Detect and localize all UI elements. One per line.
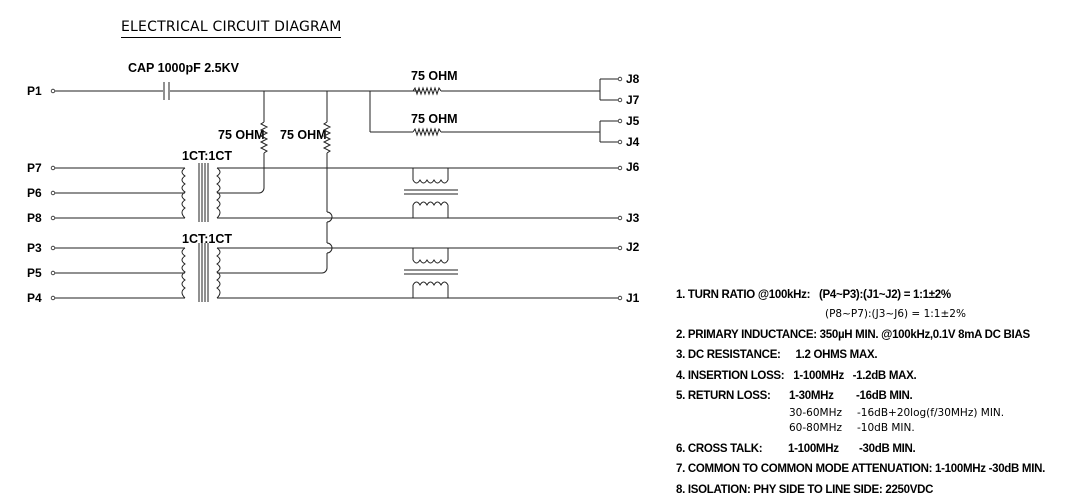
spec-return-loss-label: 5. RETURN LOSS: bbox=[676, 390, 771, 402]
spec-return-loss: 5. RETURN LOSS: 1-30MHz -16dB MIN. bbox=[676, 390, 913, 402]
spec-return-loss-value2: -16dB MIN. bbox=[856, 390, 913, 402]
common-mode-choke-2 bbox=[404, 248, 458, 298]
pin-label-p4: P4 bbox=[27, 291, 42, 305]
transformer-1 bbox=[50, 163, 623, 222]
spec-return-loss-sub1b: -16dB+20log(f/30MHz) MIN. bbox=[857, 407, 1005, 419]
spec-cross-talk-value: 1-100MHz bbox=[788, 443, 839, 455]
capacitor-label: CAP 1000pF 2.5KV bbox=[128, 61, 240, 75]
pin-label-j6: J6 bbox=[626, 160, 640, 174]
pin-label-j2: J2 bbox=[626, 240, 640, 254]
spec-cross-talk: 6. CROSS TALK: 1-100MHz -30dB MIN. bbox=[676, 443, 916, 455]
resistor-v2-label: 75 OHM bbox=[280, 128, 327, 142]
pin-label-p6: P6 bbox=[27, 186, 42, 200]
spec-return-loss-sub2a: 60-80MHz bbox=[789, 422, 842, 434]
spec-turn-ratio-sub: (P8~P7):(J3~J6) = 1:1±2% bbox=[825, 308, 966, 320]
spec-turn-ratio-value: (P4~P3):(J1~J2) = 1:1±2% bbox=[819, 289, 951, 301]
spec-return-loss-sub2b: -10dB MIN. bbox=[857, 422, 915, 434]
spec-turn-ratio: 1. TURN RATIO @100kHz: (P4~P3):(J1~J2) =… bbox=[676, 289, 951, 301]
pin-label-j8: J8 bbox=[626, 72, 640, 86]
spec-cross-talk-label: 6. CROSS TALK: bbox=[676, 443, 763, 455]
common-mode-choke-1 bbox=[404, 168, 458, 218]
spec-primary-inductance: 2. PRIMARY INDUCTANCE: 350µH MIN. @100kH… bbox=[676, 329, 1030, 341]
spec-turn-ratio-label: 1. TURN RATIO @100kHz: bbox=[676, 289, 811, 301]
diagram-title: ELECTRICAL CIRCUIT DIAGRAM bbox=[121, 19, 342, 38]
j5-j4-bracket bbox=[599, 118, 623, 145]
spec-dc-resistance-label: 3. DC RESISTANCE: bbox=[676, 349, 781, 361]
pin-label-j5: J5 bbox=[626, 114, 640, 128]
spec-cross-talk-value2: -30dB MIN. bbox=[859, 443, 916, 455]
transformer1-ratio-label: 1CT:1CT bbox=[182, 149, 232, 163]
spec-insertion-loss-value: 1-100MHz -1.2dB MAX. bbox=[793, 370, 917, 382]
j8-j7-bracket bbox=[599, 76, 623, 103]
pin-label-j7: J7 bbox=[626, 93, 640, 107]
pin-label-p3: P3 bbox=[27, 241, 42, 255]
resistor-v2 bbox=[322, 91, 333, 260]
pin-label-p5: P5 bbox=[27, 266, 42, 280]
spec-dc-resistance: 3. DC RESISTANCE: 1.2 OHMS MAX. bbox=[676, 349, 878, 361]
spec-return-loss-value: 1-30MHz bbox=[789, 390, 834, 402]
spec-common-mode-attenuation: 7. COMMON TO COMMON MODE ATTENUATION: 1-… bbox=[676, 463, 1046, 475]
resistor-mid-label: 75 OHM bbox=[411, 112, 458, 126]
pin-label-j3: J3 bbox=[626, 211, 640, 225]
pin-label-p7: P7 bbox=[27, 161, 42, 175]
pin-label-p1: P1 bbox=[27, 84, 42, 98]
transformer-2 bbox=[50, 243, 623, 302]
spec-return-loss-sub1a: 30-60MHz bbox=[789, 407, 842, 419]
resistor-top bbox=[370, 86, 600, 96]
spec-isolation: 8. ISOLATION: PHY SIDE TO LINE SIDE: 225… bbox=[676, 484, 934, 496]
spec-insertion-loss: 4. INSERTION LOSS: 1-100MHz -1.2dB MAX. bbox=[676, 370, 917, 382]
pin-label-j4: J4 bbox=[626, 135, 640, 149]
spec-dc-resistance-value: 1.2 OHMS MAX. bbox=[795, 349, 878, 361]
p1-line bbox=[50, 82, 420, 132]
resistor-v1-label: 75 OHM bbox=[218, 128, 265, 142]
pin-label-j1: J1 bbox=[626, 291, 640, 305]
pin-label-p8: P8 bbox=[27, 211, 42, 225]
resistor-top-label: 75 OHM bbox=[411, 69, 458, 83]
resistor-v1 bbox=[259, 91, 269, 168]
spec-insertion-loss-label: 4. INSERTION LOSS: bbox=[676, 370, 785, 382]
resistor-mid bbox=[370, 127, 600, 137]
transformer2-ratio-label: 1CT:1CT bbox=[182, 232, 232, 246]
